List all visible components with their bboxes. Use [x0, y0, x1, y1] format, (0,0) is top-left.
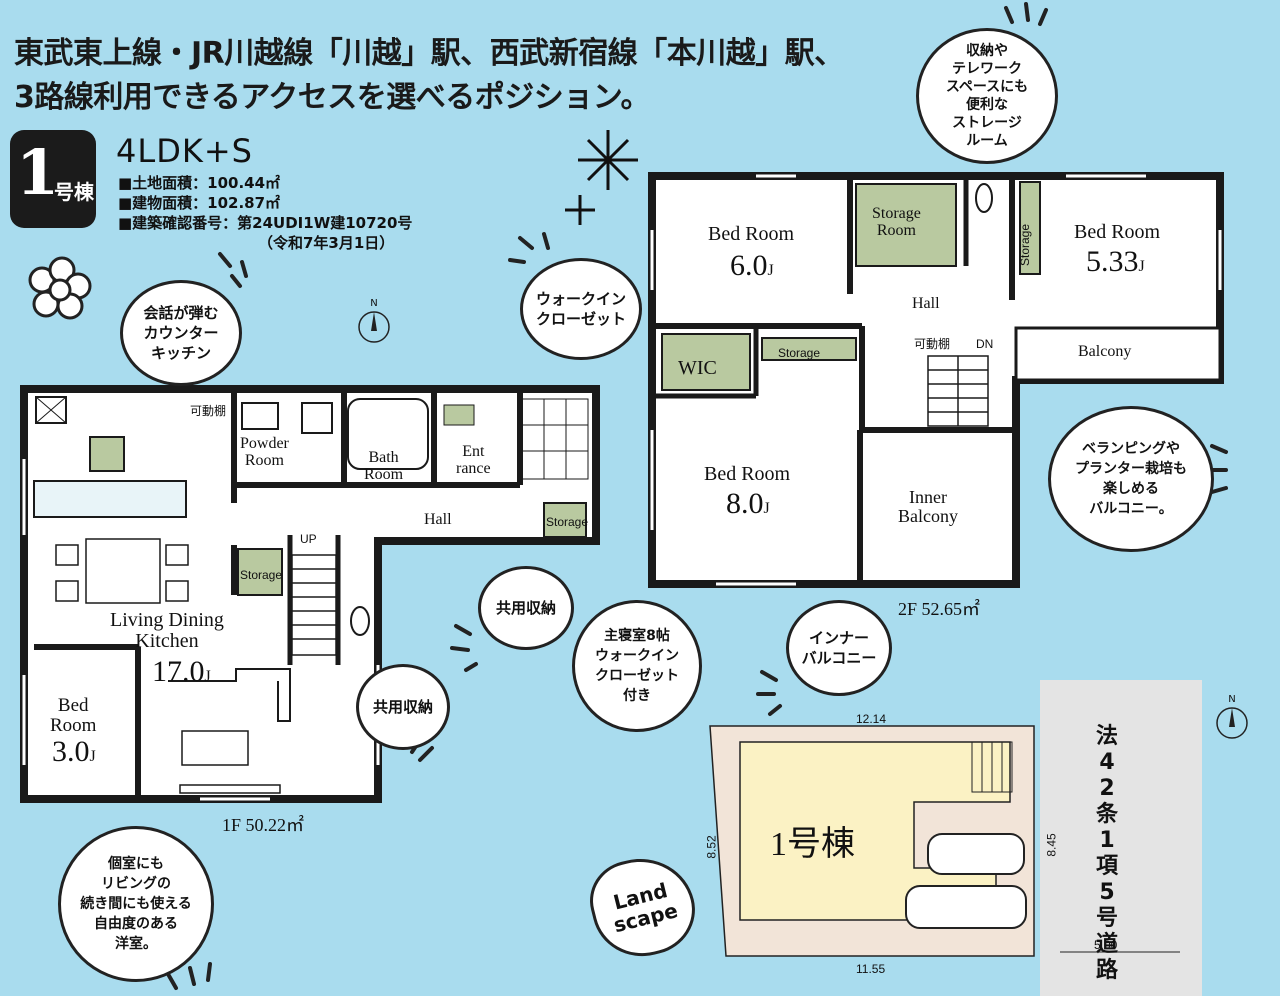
bed-room-6-label: Bed Room: [708, 223, 795, 245]
site-entry-steps: [971, 741, 1013, 793]
storage-room: [855, 183, 957, 267]
bed-room-8-size: 8.0J: [726, 487, 770, 520]
building-number-badge: 1 号棟: [10, 130, 96, 228]
inner-balcony-label: Inner Balcony: [898, 487, 958, 526]
floor2-area: 2F 52.65㎡: [898, 599, 981, 619]
entrance-label: Ent rance: [456, 443, 491, 477]
road-width-dimension: 5.00: [1094, 938, 1118, 952]
compass-icon: [1216, 707, 1248, 739]
plan-type: 4LDK+S: [116, 132, 253, 170]
wic-area: [661, 333, 751, 391]
toilet: [350, 606, 370, 636]
shoe-closet: [443, 404, 475, 426]
bubble-storage-room: 収納や テレワーク スペースにも 便利な ストレージ ルーム: [916, 28, 1058, 164]
sparkle-icon: [565, 130, 638, 225]
floor2-stairs: [927, 355, 989, 427]
storage-label-1: Storage: [240, 568, 283, 582]
north-arrow-site: N: [1214, 694, 1250, 745]
fridge-space: [89, 436, 125, 472]
bathtub: [347, 398, 429, 470]
parked-cars: [905, 833, 1027, 929]
floor1-area: 1F 50.22㎡: [222, 815, 305, 835]
floor1-stairs: [291, 554, 337, 656]
building-area: ■建物面積：102.87㎡: [118, 194, 281, 212]
site-left-dimension: 8.52: [704, 835, 719, 859]
north-arrow-plan: N: [356, 298, 392, 349]
storage-label-2: Storage: [546, 515, 589, 529]
bubble-veranda: ベランピングや プランター栽培も 楽しめる バルコニー。: [1048, 406, 1214, 552]
permit-date: （令和7年3月1日）: [258, 234, 395, 252]
badge-suffix: 号棟: [54, 180, 94, 204]
powder-room-label: Powder Room: [240, 435, 289, 469]
floor1-plan: [20, 385, 600, 803]
headline-line-2: 3路線利用できるアクセスを選べるポジション。: [14, 80, 650, 115]
bubble-private-room: 個室にも リビングの 続き間にも使える 自由度のある 洋室。: [58, 826, 214, 982]
dining-chairs: [55, 544, 189, 602]
bed-room-1f-label: Bed Room: [50, 695, 97, 736]
floor2-plan: [648, 172, 1224, 588]
compass-icon: [358, 311, 390, 343]
movable-shelf-2: 可動棚: [914, 337, 951, 351]
site-bottom-dimension: 11.55: [856, 962, 886, 976]
hall-storage: [543, 502, 587, 538]
bath-room-label: Bath Room: [364, 449, 404, 483]
movable-shelf-1: 可動棚: [190, 404, 227, 418]
washing-machine: [301, 402, 333, 434]
storage-vertical-label: Storage: [1018, 223, 1032, 266]
wic-label: WIC: [678, 357, 717, 379]
bed-room-533-size: 5.33J: [1086, 245, 1145, 278]
sofa: [168, 668, 291, 722]
building-footprint: [739, 741, 1011, 921]
floor2-hall-label: Hall: [912, 295, 940, 312]
ldk-size: 17.0J: [152, 655, 211, 688]
bubble-inner-balcony: インナー バルコニー: [786, 600, 892, 696]
road-area: [1040, 680, 1202, 996]
bedroom2-storage: [1019, 181, 1041, 275]
washbasin: [241, 402, 279, 430]
headline-line-1: 東武東上線・JR川越線「川越」駅、西武新宿線「本川越」駅、: [14, 36, 844, 71]
hall-storage-2f: [761, 337, 857, 361]
storage-2f-label: Storage: [778, 346, 821, 360]
road-label: 法42条1項5号道路: [1095, 724, 1118, 983]
badge-number: 1: [16, 136, 60, 209]
bed-room-1f-size: 3.0J: [52, 735, 96, 768]
dining-table: [85, 538, 161, 604]
permit-number: ■建築確認番号：第24UDI1W建10720号: [118, 214, 413, 232]
balcony-label: Balcony: [1078, 343, 1132, 360]
bed-room-8-label: Bed Room: [704, 463, 791, 485]
site-right-dimension: 8.45: [1044, 833, 1059, 857]
bubble-walkin-closet: ウォークイン クローゼット: [520, 258, 642, 360]
storage-room-label: Storage Room: [872, 205, 921, 239]
site-top-dimension: 12.14: [856, 712, 887, 726]
land-area: ■土地面積：100.44㎡: [118, 174, 281, 192]
tv-board: [179, 784, 281, 794]
balcony: [1014, 326, 1222, 382]
bubble-shared-storage-1: 共用収納: [478, 566, 574, 650]
flower-icon: [28, 256, 92, 320]
stairs-down-label: DN: [976, 337, 994, 351]
stairs-up-label: UP: [300, 532, 317, 546]
entrance-tiles: [521, 398, 589, 480]
bubble-master-wic: 主寝室8帖 ウォークイン クローゼット 付き: [572, 600, 702, 732]
storage-under-stairs: [237, 548, 283, 596]
bubble-shared-storage-2: 共用収納: [356, 664, 450, 750]
floor1-hall-label: Hall: [424, 511, 452, 528]
toilet-2f: [975, 183, 993, 213]
coffee-table: [181, 730, 249, 766]
bubble-counter-kitchen: 会話が弾む カウンター キッチン: [120, 280, 242, 386]
bed-room-533-label: Bed Room: [1074, 221, 1161, 243]
lot-label: 1号棟: [770, 826, 855, 863]
site-plan: [709, 680, 1202, 996]
headline: 東武東上線・JR川越線「川越」駅、西武新宿線「本川越」駅、 3路線利用できるアク…: [14, 32, 844, 120]
kitchen-counter: [33, 480, 187, 518]
ldk-label: Living Dining Kitchen: [110, 609, 224, 652]
bed-room-6-size: 6.0J: [730, 249, 774, 282]
